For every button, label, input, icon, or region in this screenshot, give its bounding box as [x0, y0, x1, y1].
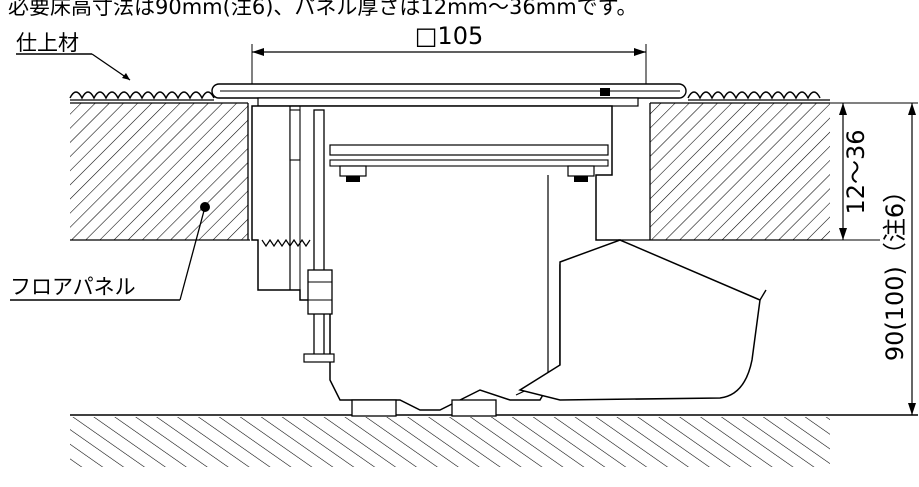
top-note-text: 必要床高寸法は90mm(注6)、パネル厚さは12mm〜36mmです。 — [8, 0, 638, 19]
finish-material-label: 仕上材 — [16, 31, 79, 55]
carpet-left — [69, 91, 215, 100]
finish-material-arrowhead — [122, 73, 130, 80]
inner-shelf — [329, 144, 609, 156]
mount-screw-left — [339, 165, 367, 177]
floor-panel-left — [70, 103, 248, 240]
cover-screw — [600, 88, 610, 96]
floor-panel-right — [650, 103, 830, 240]
foot-right — [451, 399, 497, 417]
floor-panel-leader — [179, 206, 206, 301]
finish-material-leader — [91, 53, 131, 81]
dim-floor-height-text: 90(100)（注6） — [881, 179, 909, 361]
clamp-bolt — [313, 109, 325, 361]
floor-panel-label: フロアパネル — [10, 275, 136, 299]
foot-left — [351, 399, 397, 417]
frame-rail — [257, 97, 639, 107]
mount-screw-right — [567, 165, 595, 177]
open-lid — [518, 239, 761, 401]
clamp-nut — [307, 269, 333, 315]
carpet-right — [687, 91, 821, 100]
dim-panel-thickness-text: 12〜36 — [842, 129, 870, 214]
concrete-slab — [70, 417, 830, 467]
dim-width-text: □105 — [415, 22, 483, 50]
clamp-teeth — [261, 238, 311, 248]
